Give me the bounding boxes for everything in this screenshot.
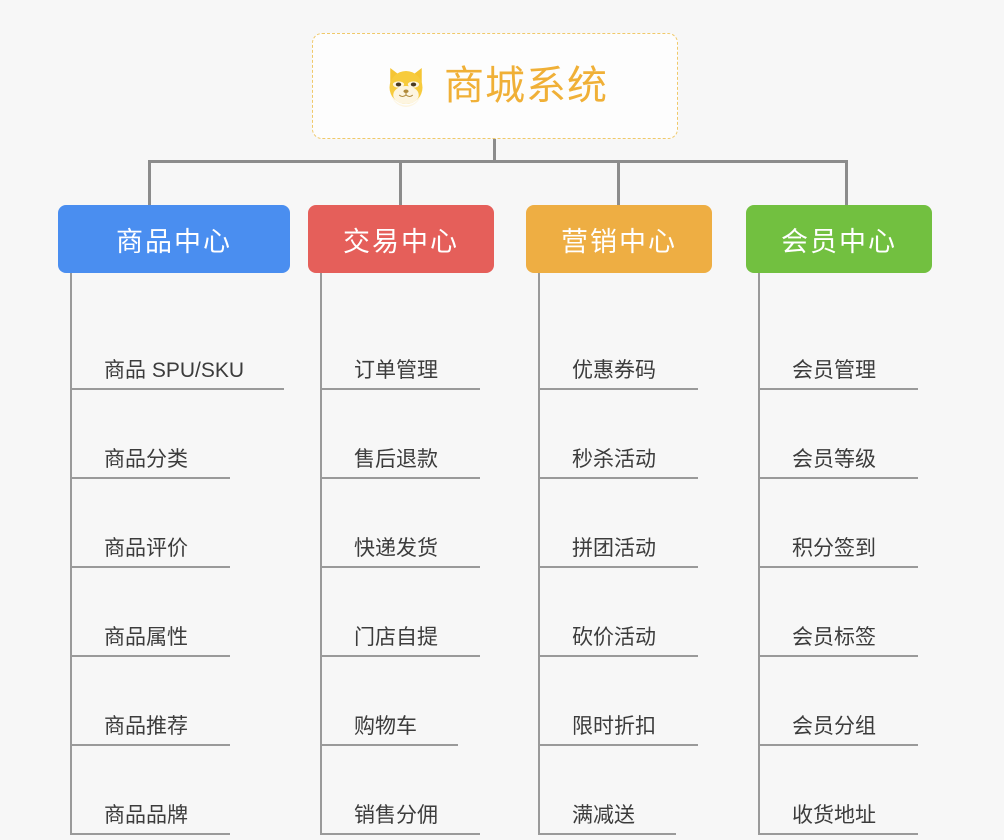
leaf-label: 商品品牌 xyxy=(104,804,188,827)
list-item[interactable]: 商品 SPU/SKU xyxy=(70,301,290,390)
connector-drop-4 xyxy=(845,160,848,205)
spine-trade xyxy=(320,273,322,835)
leaf-label: 会员标签 xyxy=(792,626,876,649)
category-column-trade: 交易中心 订单管理 售后退款 快递发货 门店自提 购物车 xyxy=(308,205,494,835)
list-item[interactable]: 秒杀活动 xyxy=(538,390,712,479)
leaf-label: 销售分佣 xyxy=(354,804,438,827)
leaf-underline xyxy=(538,655,698,657)
leaf-underline xyxy=(320,388,480,390)
leaf-label: 限时折扣 xyxy=(572,715,656,738)
leaf-underline xyxy=(70,388,284,390)
list-item[interactable]: 商品品牌 xyxy=(70,746,290,835)
list-item[interactable]: 售后退款 xyxy=(320,390,494,479)
list-item[interactable]: 商品评价 xyxy=(70,479,290,568)
leaf-underline xyxy=(320,744,458,746)
list-item[interactable]: 会员标签 xyxy=(758,568,932,657)
leaf-underline xyxy=(320,655,480,657)
leaf-label: 会员分组 xyxy=(792,715,876,738)
list-item[interactable]: 商品推荐 xyxy=(70,657,290,746)
leaf-underline xyxy=(70,566,230,568)
spine-product xyxy=(70,273,72,835)
leaf-label: 会员管理 xyxy=(792,359,876,382)
leaf-underline xyxy=(320,833,480,835)
leaf-label: 积分签到 xyxy=(792,537,876,560)
leaf-list-member: 会员管理 会员等级 积分签到 会员标签 会员分组 收货地址 xyxy=(758,273,932,835)
list-item[interactable]: 订单管理 xyxy=(320,301,494,390)
shiba-dog-icon xyxy=(389,68,423,107)
leaf-label: 商品评价 xyxy=(104,537,188,560)
leaf-underline xyxy=(538,566,698,568)
list-item[interactable]: 会员管理 xyxy=(758,301,932,390)
leaf-underline xyxy=(758,566,918,568)
leaf-underline xyxy=(538,388,698,390)
list-item[interactable]: 收货地址 xyxy=(758,746,932,835)
list-item[interactable]: 积分签到 xyxy=(758,479,932,568)
spine-marketing xyxy=(538,273,540,835)
leaf-underline xyxy=(538,833,676,835)
leaf-label: 收货地址 xyxy=(792,804,876,827)
leaf-underline xyxy=(538,744,698,746)
leaf-underline xyxy=(538,477,698,479)
connector-drop-1 xyxy=(148,160,151,205)
list-item[interactable]: 商品属性 xyxy=(70,568,290,657)
leaf-label: 商品分类 xyxy=(104,448,188,471)
list-item[interactable]: 销售分佣 xyxy=(320,746,494,835)
leaf-label: 会员等级 xyxy=(792,448,876,471)
leaf-underline xyxy=(758,477,918,479)
leaf-list-marketing: 优惠券码 秒杀活动 拼团活动 砍价活动 限时折扣 满减送 xyxy=(538,273,712,835)
leaf-underline xyxy=(758,744,918,746)
leaf-label: 购物车 xyxy=(354,715,417,738)
leaf-label: 快递发货 xyxy=(354,537,438,560)
leaf-underline xyxy=(758,388,918,390)
leaf-label: 商品属性 xyxy=(104,626,188,649)
list-item[interactable]: 优惠券码 xyxy=(538,301,712,390)
list-item[interactable]: 砍价活动 xyxy=(538,568,712,657)
root-node[interactable]: 商城系统 xyxy=(312,33,678,139)
leaf-underline xyxy=(320,566,480,568)
leaf-underline xyxy=(70,744,230,746)
category-column-product: 商品中心 商品 SPU/SKU 商品分类 商品评价 商品属性 商品推荐 xyxy=(58,205,290,835)
leaf-underline xyxy=(758,833,918,835)
list-item[interactable]: 会员等级 xyxy=(758,390,932,479)
leaf-label: 拼团活动 xyxy=(572,537,656,560)
list-item[interactable]: 拼团活动 xyxy=(538,479,712,568)
leaf-label: 商品推荐 xyxy=(104,715,188,738)
leaf-list-product: 商品 SPU/SKU 商品分类 商品评价 商品属性 商品推荐 商品品牌 xyxy=(70,273,290,835)
list-item[interactable]: 限时折扣 xyxy=(538,657,712,746)
leaf-underline xyxy=(320,477,480,479)
category-header-product[interactable]: 商品中心 xyxy=(58,205,290,273)
leaf-underline xyxy=(758,655,918,657)
leaf-label: 满减送 xyxy=(572,804,635,827)
connector-drop-2 xyxy=(399,160,402,205)
category-column-member: 会员中心 会员管理 会员等级 积分签到 会员标签 会员分组 xyxy=(746,205,932,835)
leaf-label: 砍价活动 xyxy=(572,626,656,649)
leaf-underline xyxy=(70,833,230,835)
category-header-member[interactable]: 会员中心 xyxy=(746,205,932,273)
list-item[interactable]: 门店自提 xyxy=(320,568,494,657)
leaf-label: 秒杀活动 xyxy=(572,448,656,471)
leaf-label: 门店自提 xyxy=(354,626,438,649)
leaf-underline xyxy=(70,477,230,479)
list-item[interactable]: 商品分类 xyxy=(70,390,290,479)
spine-member xyxy=(758,273,760,835)
category-header-marketing[interactable]: 营销中心 xyxy=(526,205,712,273)
leaf-label: 优惠券码 xyxy=(572,359,656,382)
category-column-marketing: 营销中心 优惠券码 秒杀活动 拼团活动 砍价活动 限时折扣 xyxy=(526,205,712,835)
connector-horizontal-bus xyxy=(148,160,848,163)
list-item[interactable]: 购物车 xyxy=(320,657,494,746)
list-item[interactable]: 会员分组 xyxy=(758,657,932,746)
list-item[interactable]: 满减送 xyxy=(538,746,712,835)
connector-root-stem xyxy=(493,139,496,161)
root-title: 商城系统 xyxy=(444,64,608,108)
connector-drop-3 xyxy=(617,160,620,205)
leaf-underline xyxy=(70,655,230,657)
leaf-label: 商品 SPU/SKU xyxy=(104,359,245,382)
leaf-label: 订单管理 xyxy=(354,359,438,382)
category-header-trade[interactable]: 交易中心 xyxy=(308,205,494,273)
leaf-list-trade: 订单管理 售后退款 快递发货 门店自提 购物车 销售分佣 xyxy=(320,273,494,835)
list-item[interactable]: 快递发货 xyxy=(320,479,494,568)
leaf-label: 售后退款 xyxy=(354,448,438,471)
